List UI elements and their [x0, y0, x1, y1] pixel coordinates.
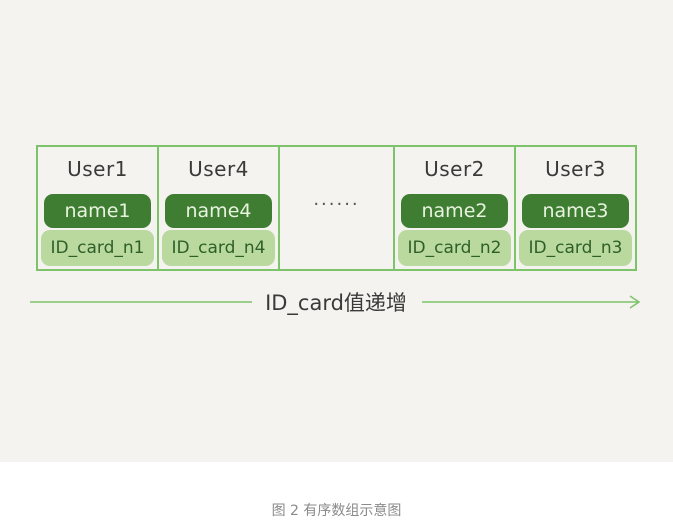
- array-cell: User3 name3 ID_card_n3: [516, 147, 635, 269]
- array-cell: User2 name2 ID_card_n2: [395, 147, 516, 269]
- id-card-field: ID_card_n4: [162, 230, 275, 266]
- arrow-right-icon: [30, 295, 641, 309]
- user-label: User4: [188, 157, 249, 181]
- array-cell-ellipsis: ......: [280, 147, 395, 269]
- arrow-label: ID_card值递增: [265, 291, 407, 315]
- id-card-field: ID_card_n3: [519, 230, 632, 266]
- id-card-field: ID_card_n1: [41, 230, 154, 266]
- ordered-array: User1 name1 ID_card_n1 User4 name4 ID_ca…: [36, 145, 637, 271]
- name-field: name2: [401, 194, 508, 228]
- user-label: User2: [424, 157, 485, 181]
- user-label: User1: [67, 157, 128, 181]
- ellipsis: ......: [313, 189, 360, 210]
- array-cell: User1 name1 ID_card_n1: [38, 147, 159, 269]
- figure-caption: 图 2 有序数组示意图: [271, 503, 402, 519]
- array-cell: User4 name4 ID_card_n4: [159, 147, 280, 269]
- name-field: name3: [522, 194, 629, 228]
- user-label: User3: [545, 157, 606, 181]
- diagram-canvas: User1 name1 ID_card_n1 User4 name4 ID_ca…: [0, 0, 673, 462]
- id-card-field: ID_card_n2: [398, 230, 511, 266]
- name-field: name4: [165, 194, 272, 228]
- increasing-arrow: ID_card值递增: [30, 288, 642, 318]
- name-field: name1: [44, 194, 151, 228]
